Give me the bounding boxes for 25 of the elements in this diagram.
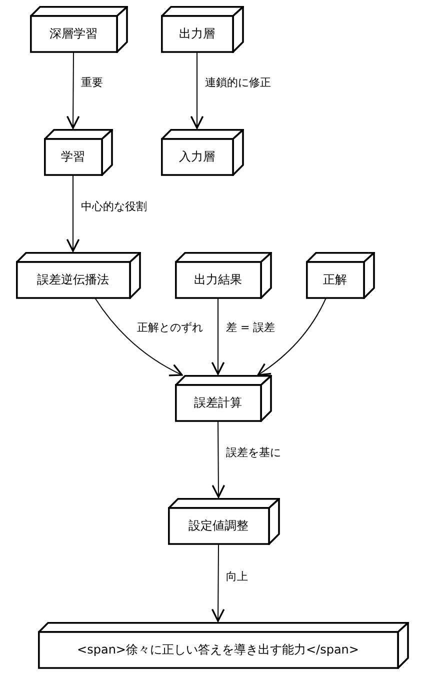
edge-label: 中心的な役割 — [80, 200, 148, 214]
box-label: <span>徐々に正しい答えを導き出す能力</span> — [77, 642, 359, 658]
box-label: 学習 — [61, 148, 85, 166]
box-label: 出力層 — [179, 26, 215, 42]
edge-label: 重要 — [80, 76, 104, 90]
box-label: 設定値調整 — [188, 518, 248, 534]
edge-label: 差 = 誤差 — [225, 321, 276, 335]
box-label: 出力結果 — [194, 272, 242, 288]
box-label: 正解 — [323, 272, 347, 288]
box-label: 誤差逆伝播法 — [37, 272, 109, 288]
edge-label: 正解とのずれ — [136, 321, 204, 335]
box-label: 入力層 — [179, 148, 215, 166]
edge-label: 誤差を基に — [225, 446, 282, 460]
arrow — [66, 174, 80, 252]
edge-label: 連鎖的に修正 — [204, 76, 272, 90]
arrow — [211, 544, 225, 622]
arrow — [257, 298, 326, 376]
box-label: 誤差計算 — [194, 394, 242, 412]
arrow — [66, 52, 80, 129]
arrow — [190, 52, 204, 129]
arrow — [94, 298, 183, 376]
arrow — [212, 420, 226, 498]
edge-label: 向上 — [225, 570, 249, 584]
arrow — [211, 298, 225, 375]
box-label: 深層学習 — [50, 26, 98, 42]
